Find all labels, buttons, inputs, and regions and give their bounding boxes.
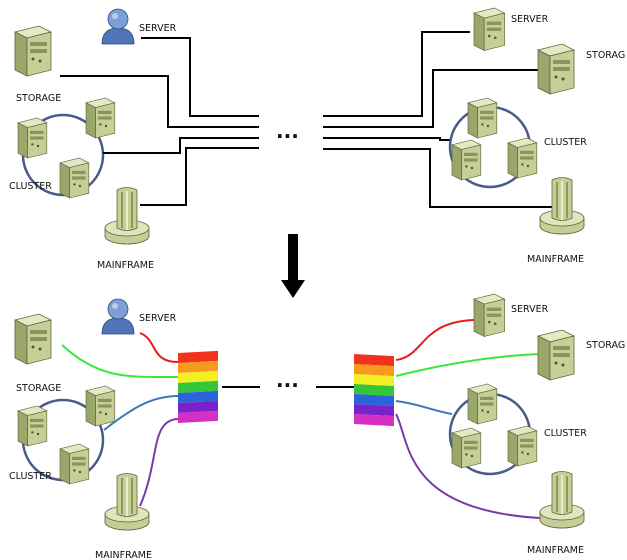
server-label-top-right: SERVER (511, 14, 549, 25)
storage-icon-top-right (537, 43, 575, 95)
cluster-label-bottom-right: CLUSTER (544, 428, 587, 439)
cluster-server-icon (85, 97, 116, 139)
server-user-icon-bottom-left (101, 298, 135, 335)
cluster-label-top-left: CLUSTER (9, 181, 52, 192)
server-label-bottom-right: SERVER (511, 304, 549, 315)
cluster-server-icon (451, 427, 482, 469)
storage-icon-top-left (14, 25, 52, 77)
cluster-label-top-right: CLUSTER (544, 137, 587, 148)
storage-label-bottom-left: STORAGE (16, 383, 61, 394)
mainframe-label-bottom-left: MAINFRAME (95, 550, 152, 560)
server-label-top-left: SERVER (139, 23, 177, 34)
cluster-server-icon (467, 383, 498, 425)
storage-label-top-left: STORAGE (16, 93, 61, 104)
wdm-multiplexer-right (354, 354, 394, 427)
fiber-links-left (61, 332, 179, 507)
mainframe-icon-top-left (104, 186, 150, 245)
cluster-server-icon (467, 97, 498, 139)
cluster-server-icon (451, 139, 482, 181)
fiber-links-right (395, 319, 541, 519)
copper-links-left (60, 37, 259, 206)
server-label-bottom-left: SERVER (139, 313, 177, 324)
cluster-label-bottom-left: CLUSTER (9, 471, 52, 482)
mainframe-icon-bottom-right (539, 470, 585, 529)
storage-label-top-right: STORAG (586, 50, 625, 61)
storage-icon-bottom-left (14, 313, 52, 365)
wdm-multiplexer-left (178, 350, 218, 423)
mainframe-label-bottom-right: MAINFRAME (527, 545, 584, 556)
cluster-server-icon (59, 157, 90, 199)
storage-label-bottom-right: STORAG (586, 340, 625, 351)
server-user-icon-top-left (101, 8, 135, 45)
storage-icon-bottom-right (537, 329, 575, 381)
cluster-server-icon (507, 425, 538, 467)
mainframe-label-top-right: MAINFRAME (527, 254, 584, 265)
cluster-server-icon (85, 385, 116, 427)
ellipsis-bottom: ··· (276, 373, 299, 397)
mainframe-icon-top-right (539, 176, 585, 235)
ellipsis-top: ··· (276, 124, 299, 148)
cluster-server-icon (507, 137, 538, 179)
copper-links-right (323, 31, 552, 208)
cluster-server-icon (17, 405, 48, 447)
down-arrow-icon (281, 234, 305, 298)
server-icon-bottom-right (473, 293, 506, 337)
cluster-server-icon (17, 117, 48, 159)
mainframe-label-top-left: MAINFRAME (97, 260, 154, 271)
cluster-server-icon (59, 443, 90, 485)
server-icon-top-right (473, 7, 506, 51)
